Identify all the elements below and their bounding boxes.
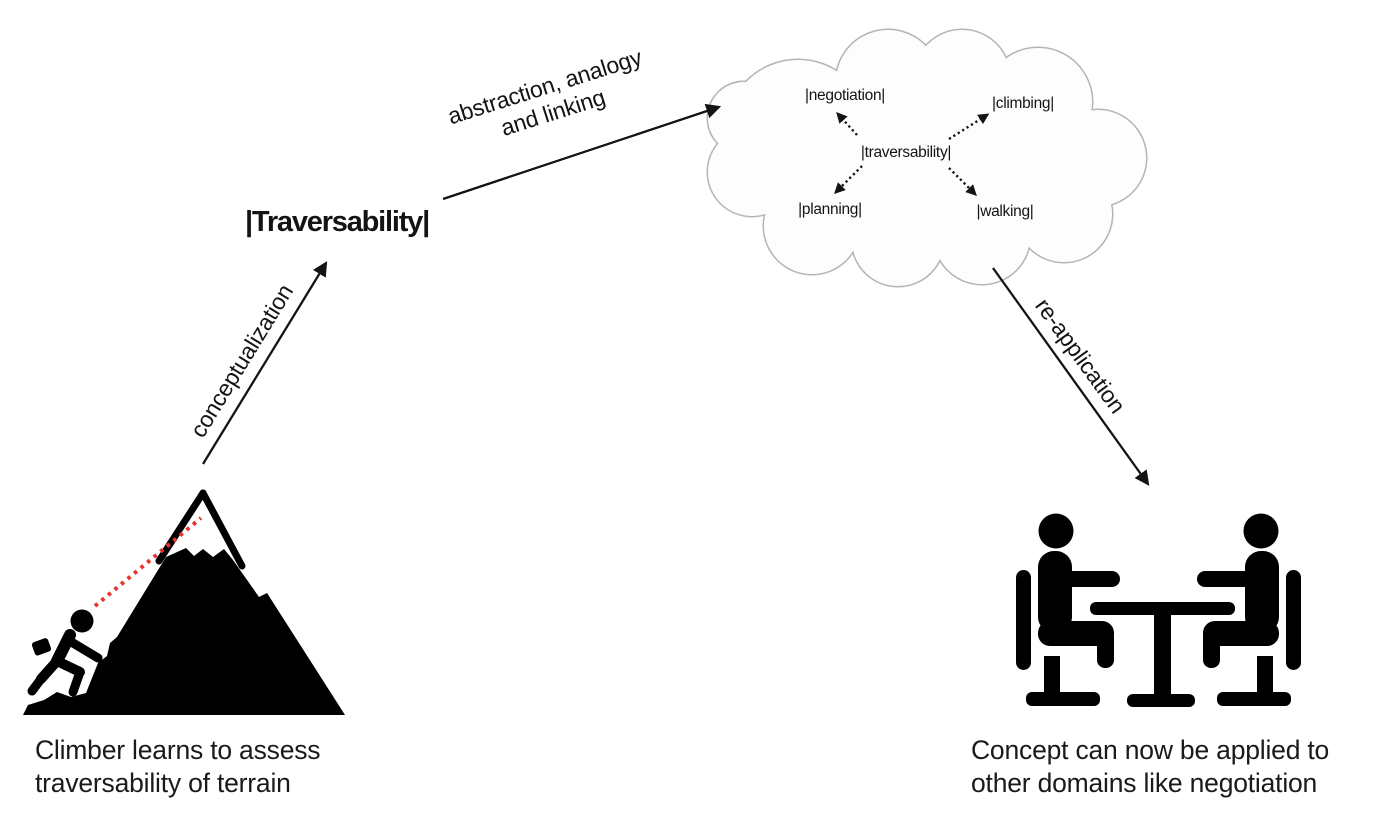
target-caption: Concept can now be applied to other doma… (971, 735, 1330, 798)
source-caption: Climber learns to assess traversability … (35, 735, 321, 798)
cloud-label-walking: |walking| (976, 202, 1034, 220)
concept-label: |Traversability| (245, 206, 430, 238)
link-arrow-planning (834, 165, 863, 194)
gaze-dotted-line (93, 516, 203, 608)
table-base (1127, 694, 1195, 707)
cloud-link-arrows (834, 111, 990, 196)
negotiation-table-icon (1016, 513, 1301, 707)
link-arrow-walking (948, 167, 977, 196)
table-top (1090, 602, 1235, 615)
mountain-body (23, 548, 345, 715)
cloud-label-traversability: |traversability| (860, 143, 952, 161)
climber-figure (27, 609, 103, 697)
reapplication-arrow (992, 267, 1150, 486)
mountain-climber-icon (23, 489, 345, 715)
conceptualization-arrow (202, 261, 328, 465)
cloud-label-negotiation: |negotiation| (805, 86, 885, 104)
table-pedestal (1154, 613, 1171, 697)
mountain-peak-outline (155, 489, 246, 570)
cloud-label-climbing: |climbing| (992, 94, 1054, 112)
concept-cloud-icon (706, 28, 1148, 288)
abstraction-arrow (442, 103, 722, 201)
link-arrow-climbing (948, 113, 990, 141)
cloud-label-planning: |planning| (798, 200, 862, 218)
